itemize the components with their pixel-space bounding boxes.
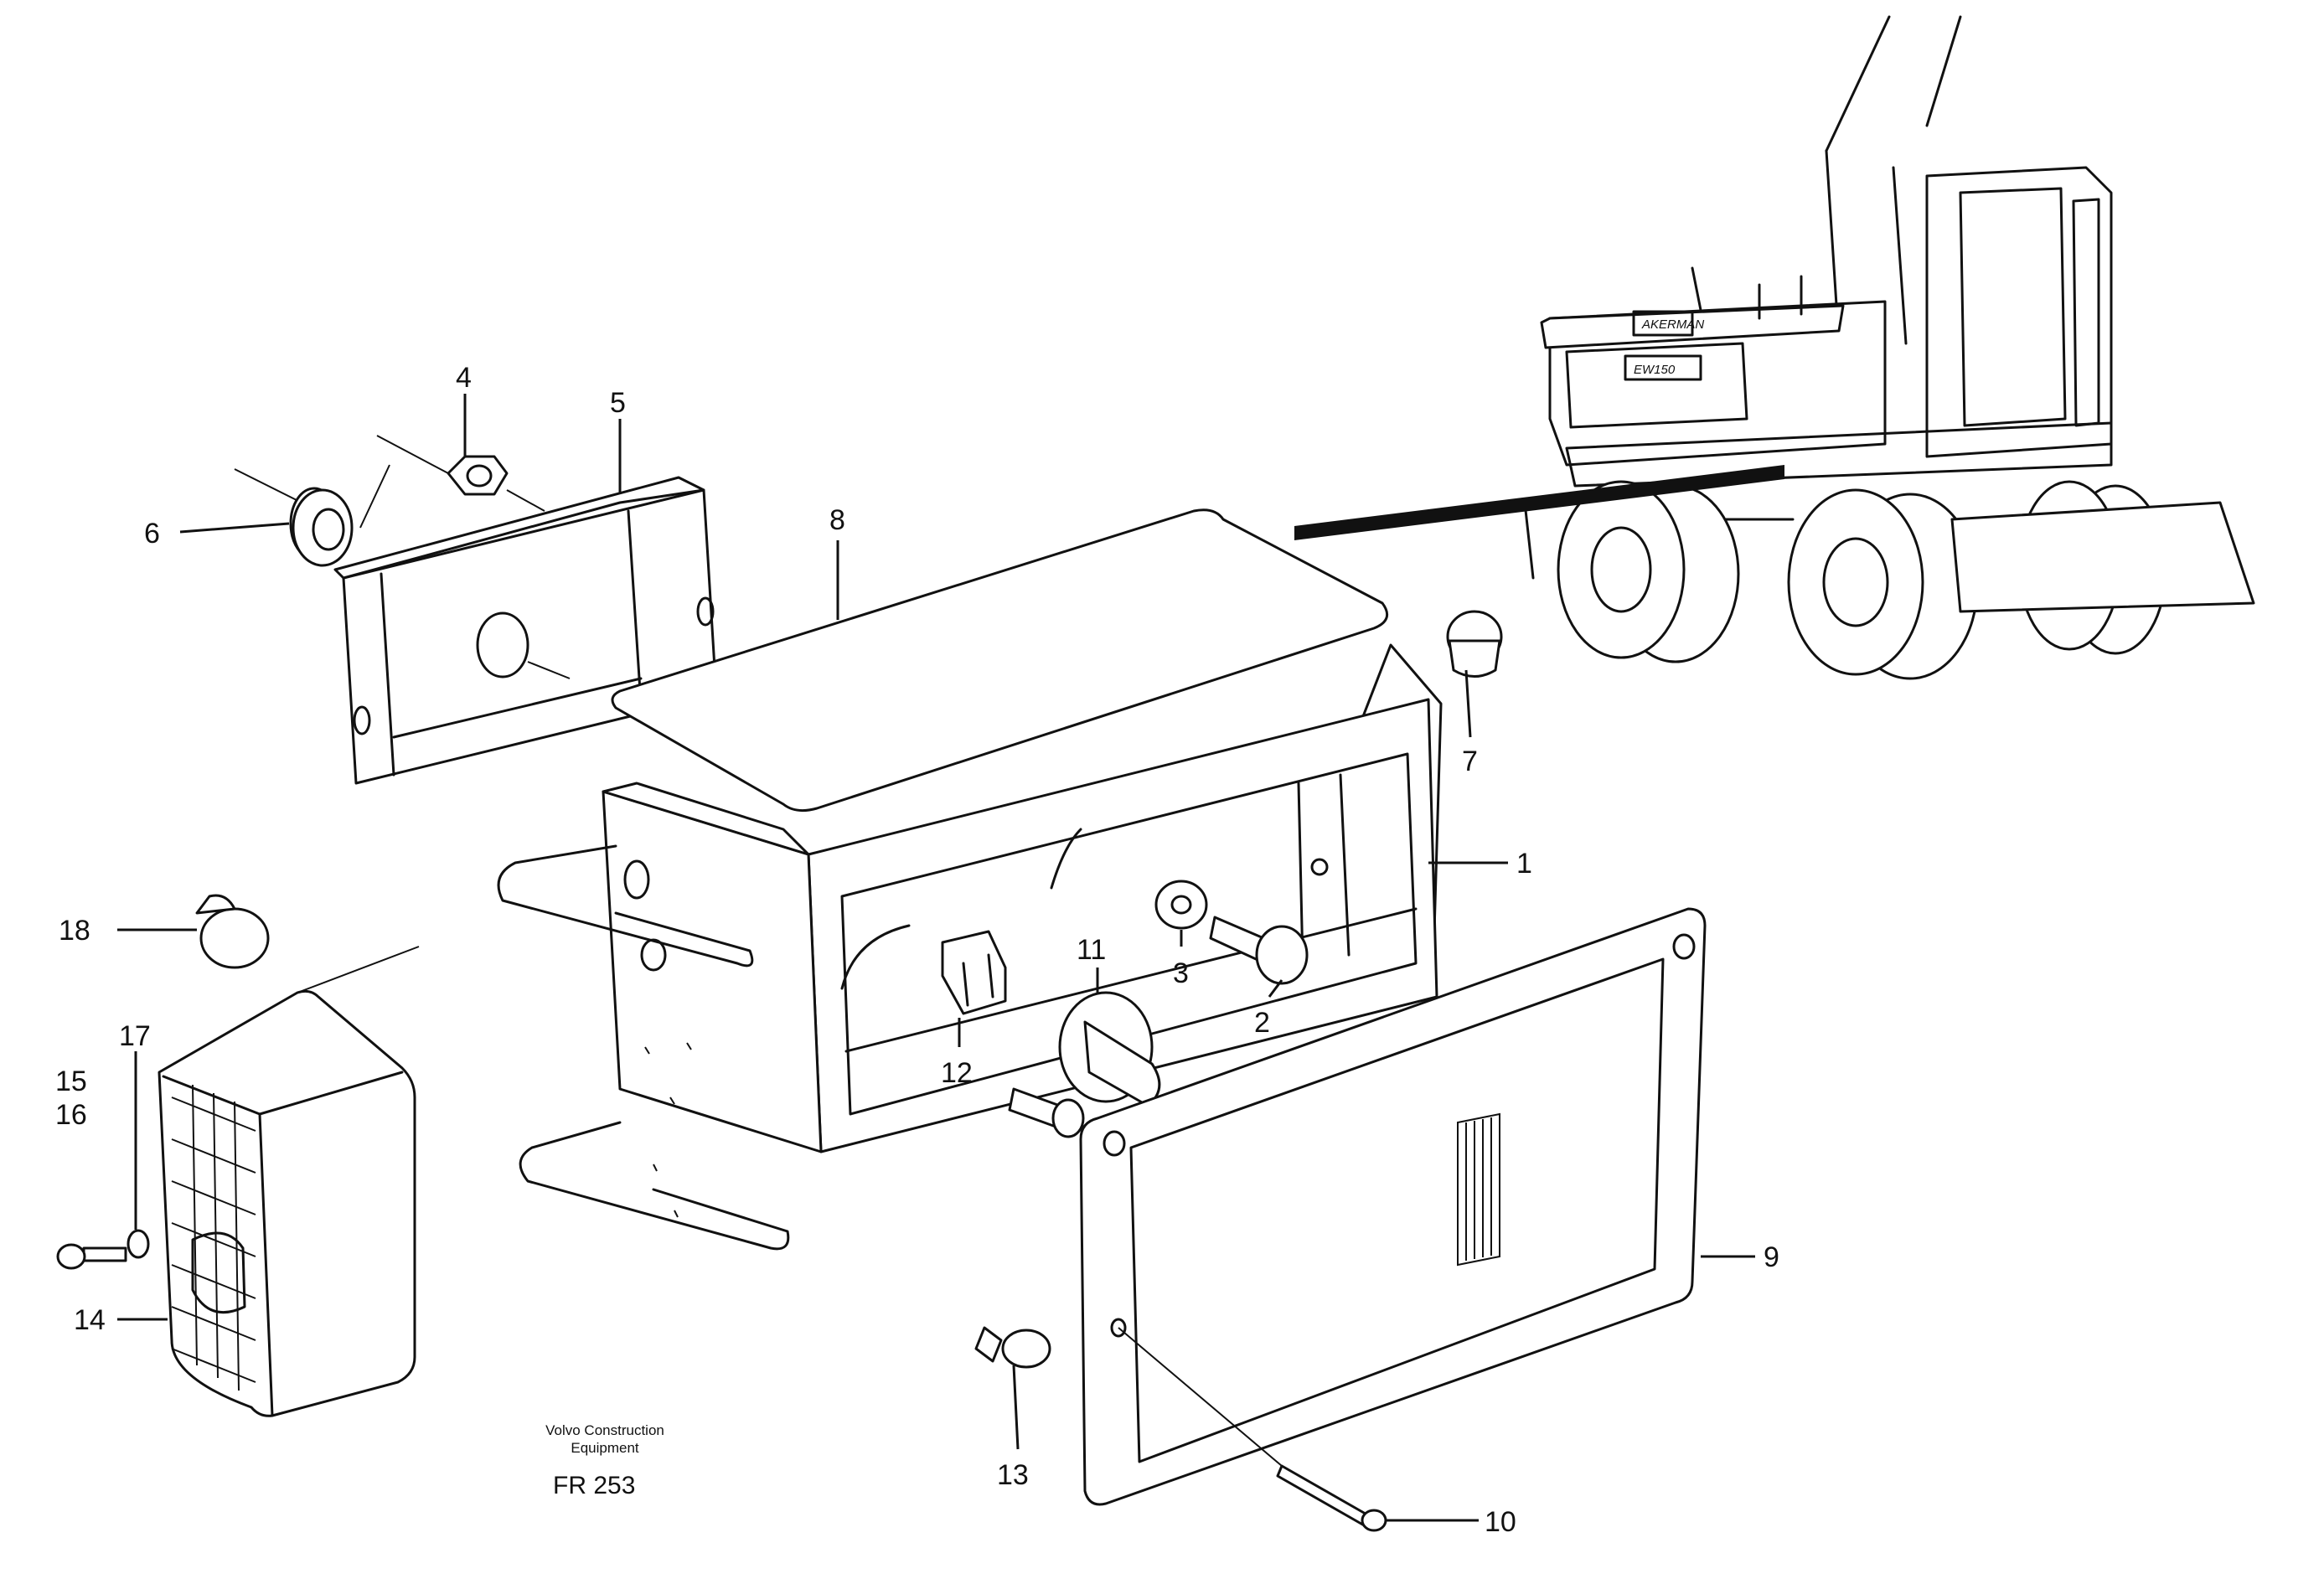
leader-lines xyxy=(117,394,1755,1522)
figure-caption: Volvo Construction Equipment FR 253 xyxy=(545,1422,664,1499)
callout-11: 11 xyxy=(1077,934,1106,966)
lamp-housing xyxy=(497,643,1443,1251)
callout-4: 4 xyxy=(456,362,472,394)
callout-3: 3 xyxy=(1173,957,1189,989)
callout-15: 15 xyxy=(55,1066,87,1097)
callout-6: 6 xyxy=(144,518,160,550)
gasket-8 xyxy=(611,508,1389,813)
machine-brand-text: AKERMAN xyxy=(1641,317,1704,332)
machine-model-text: EW150 xyxy=(1634,363,1676,377)
figure-id: FR 253 xyxy=(553,1472,635,1499)
nut-4 xyxy=(376,435,545,512)
bulb-holder-parts xyxy=(941,880,1309,1107)
credit-line-2: Equipment xyxy=(571,1440,639,1456)
credit-line-1: Volvo Construction xyxy=(545,1422,664,1438)
grommet-6 xyxy=(289,487,354,567)
callout-16: 16 xyxy=(55,1099,87,1131)
callout-14: 14 xyxy=(74,1304,106,1336)
callout-10: 10 xyxy=(1485,1506,1516,1538)
callout-labels: 1 2 3 4 5 6 7 8 9 10 11 12 13 14 15 16 1… xyxy=(55,362,1779,1538)
callout-12: 12 xyxy=(941,1057,973,1089)
callout-7: 7 xyxy=(1462,746,1478,777)
callout-8: 8 xyxy=(829,504,845,536)
lens-9 xyxy=(974,907,1707,1532)
callout-2: 2 xyxy=(1254,1007,1270,1039)
excavator-illustration: AKERMAN EW150 xyxy=(1294,15,2255,680)
plug-7 xyxy=(1446,610,1503,678)
callout-18: 18 xyxy=(59,915,90,947)
callout-5: 5 xyxy=(610,387,626,419)
callout-17: 17 xyxy=(119,1020,151,1052)
callout-1: 1 xyxy=(1516,848,1532,880)
callout-9: 9 xyxy=(1764,1241,1779,1273)
rear-lamp-14 xyxy=(56,894,420,1417)
callout-13: 13 xyxy=(997,1459,1029,1491)
